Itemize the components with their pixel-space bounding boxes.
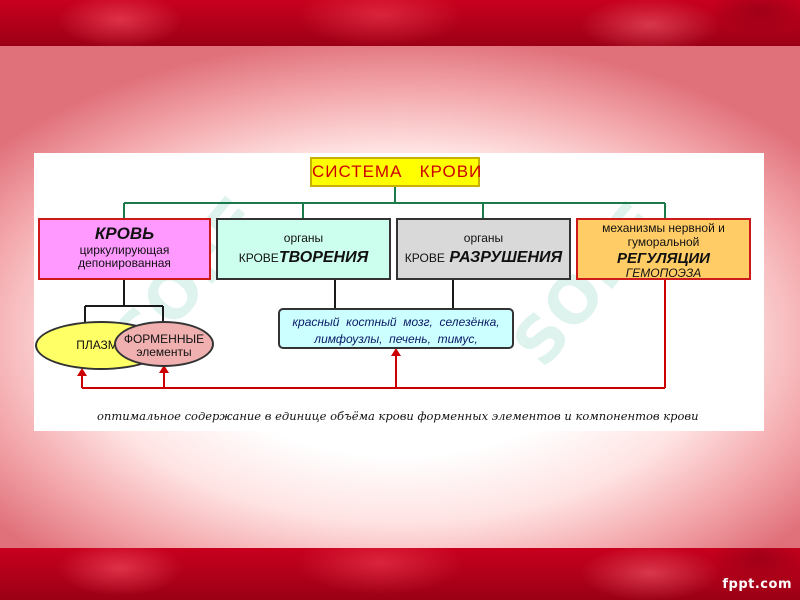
arrowhead-organs: [391, 348, 401, 356]
formation-box: органы КРОВЕТВОРЕНИЯ: [216, 218, 391, 280]
background-top: [0, 0, 800, 48]
blood-line-1: циркулирующая: [79, 242, 170, 257]
blood-heading: КРОВЬ: [94, 224, 155, 243]
organs-box: красный костный мозг, селезёнка, лимфоуз…: [278, 308, 514, 349]
brand-label: fppt.com: [722, 577, 792, 592]
formation-prefix: КРОВЕ: [238, 250, 279, 265]
formation-line-1: органы: [283, 231, 324, 245]
destruction-line-1: органы: [463, 231, 504, 245]
background-bottom: [0, 548, 800, 600]
destruction-emphasis: РАЗРУШЕНИЯ: [449, 248, 563, 266]
organs-line-2: лимфоузлы, печень, тимус,: [314, 332, 478, 346]
formed-elements-line-2: элементы: [136, 345, 192, 359]
formed-elements-ellipse: ФОРМЕННЫЕ элементы: [114, 321, 214, 367]
blood-box: КРОВЬ циркулирующая депонированная: [38, 218, 211, 280]
regulation-line-3: ГЕМОПОЭЗА: [625, 265, 702, 280]
system-title: СИСТЕМА КРОВИ: [312, 162, 483, 181]
regulation-line-2: гуморальной: [627, 234, 700, 249]
destruction-prefix: КРОВЕ: [404, 250, 445, 265]
arrowhead-formed: [159, 365, 169, 373]
blood-line-2: депонированная: [78, 256, 171, 271]
formed-elements-line-1: ФОРМЕННЫЕ: [123, 332, 205, 346]
system-title-box: СИСТЕМА КРОВИ: [310, 157, 483, 187]
regulation-box: механизмы нервной и гуморальной РЕГУЛЯЦИ…: [576, 218, 751, 280]
arrowhead-plasma: [77, 368, 87, 376]
diagram-area: SOFF SOFF: [34, 153, 764, 431]
plasma-label: ПЛАЗМА: [76, 338, 126, 352]
destruction-box: органы КРОВЕ РАЗРУШЕНИЯ: [396, 218, 571, 280]
organs-line-1: красный костный мозг, селезёнка,: [292, 315, 500, 329]
footer-caption: оптимальное содержание в единице объёма …: [97, 409, 699, 423]
formation-emphasis: ТВОРЕНИЯ: [278, 248, 369, 266]
regulation-line-1: механизмы нервной и: [602, 221, 725, 235]
regulation-emphasis: РЕГУЛЯЦИИ: [617, 249, 710, 267]
